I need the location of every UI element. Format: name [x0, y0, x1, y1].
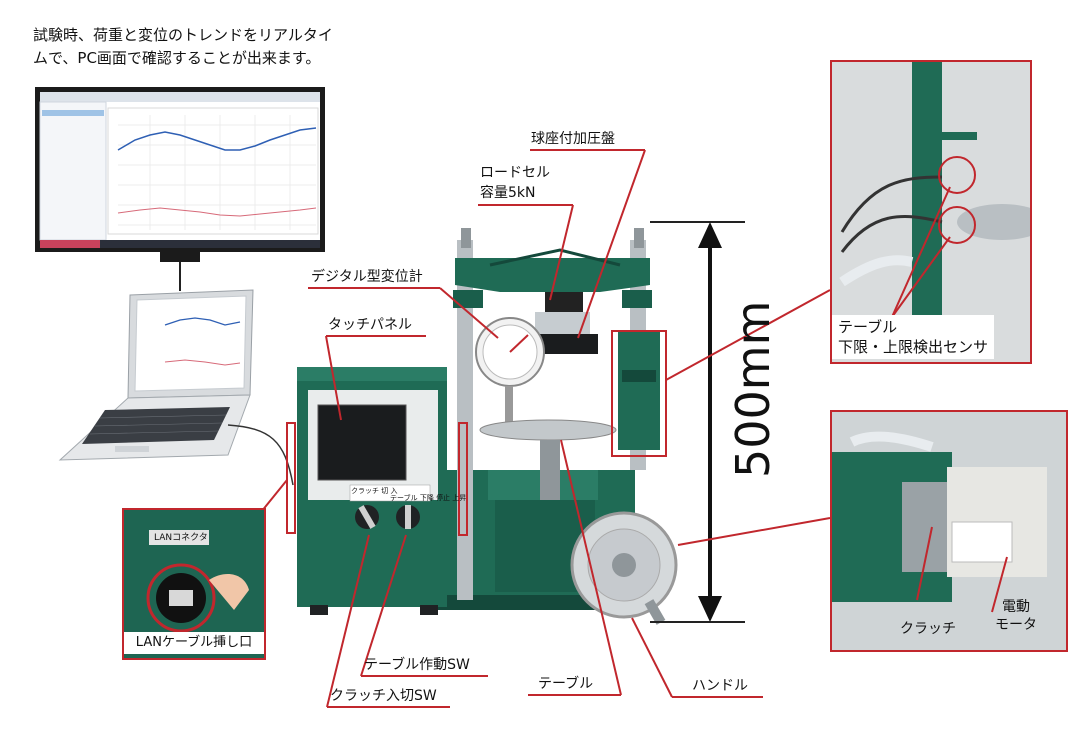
panel-sw-label-table: テーブル [390, 494, 418, 502]
inset-motor: クラッチ 電動 モータ [830, 410, 1068, 652]
lan-connector-tag: LANコネクタ [154, 533, 208, 543]
panel-sw-label-down: 下降 [419, 494, 434, 502]
panel-sw-label-up: 上昇 [452, 494, 467, 502]
label-sensor-2: 下限・上限検出センサ [838, 338, 989, 356]
label-sensor: テーブル 下限・上限検出センサ [832, 315, 995, 359]
intro-line-1: 試験時、荷重と変位のトレンドをリアルタイ [33, 26, 333, 44]
label-load-cell-1: ロードセル [480, 165, 550, 181]
panel-sw-label-off: 切 [381, 487, 389, 495]
intro-line-2: ムで、PC画面で確認することが出来ます。 [33, 49, 321, 67]
label-motor-2: モータ [995, 617, 1037, 633]
pc-monitor [35, 87, 325, 262]
machine-body [297, 228, 678, 625]
label-digital-gauge: デジタル型変位計 [311, 269, 423, 285]
label-press-plate: 球座付加圧盤 [531, 131, 615, 147]
label-handle: ハンドル [692, 678, 748, 694]
label-motor: 電動 モータ [995, 598, 1037, 634]
inset-lan-port: LANコネクタ LANケーブル挿し口 [122, 508, 266, 660]
sensor-illustration [832, 62, 1030, 362]
label-motor-1: 電動 [1002, 599, 1030, 615]
inset-sensor: テーブル 下限・上限検出センサ [830, 60, 1032, 364]
motor-illustration [832, 412, 1066, 650]
panel-sw-label-clutch: クラッチ [351, 487, 379, 495]
panel-sw-label-on: 入 [390, 487, 398, 495]
dimension-label: 500mm [726, 300, 780, 478]
label-lan-port: LANケーブル挿し口 [124, 632, 264, 654]
laptop [58, 289, 254, 461]
label-load-cell-2: 容量5kN [480, 185, 536, 201]
label-clutch-sw: クラッチ入切SW [330, 688, 437, 704]
panel-sw-label-stop: 停止 [436, 494, 451, 502]
panel-sw-table: テーブル 下降 停止 上昇 [390, 494, 466, 502]
label-touch-panel: タッチパネル [328, 317, 412, 333]
label-table-sw: テーブル作動SW [364, 657, 470, 673]
label-sensor-1: テーブル [838, 318, 898, 336]
label-clutch: クラッチ [900, 621, 956, 637]
label-table: テーブル [538, 676, 594, 692]
panel-sw-clutch: クラッチ 切 入 [351, 487, 397, 495]
